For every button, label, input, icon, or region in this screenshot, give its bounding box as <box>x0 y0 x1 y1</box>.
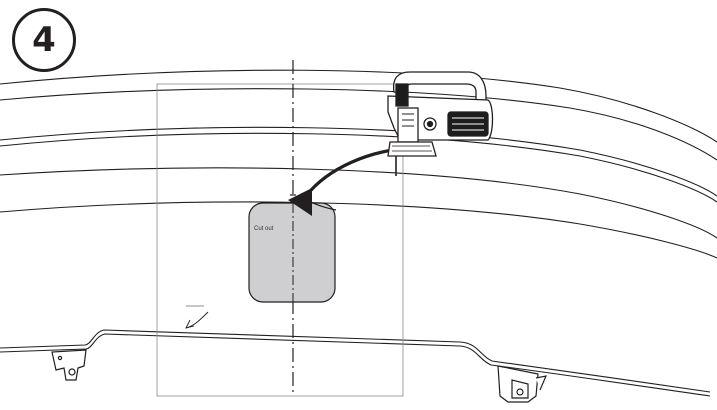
cutout-shape <box>248 202 336 303</box>
cutout-label: Cut out <box>254 226 274 232</box>
bumper-line-2 <box>0 88 717 161</box>
jigsaw-front-guard <box>397 107 419 143</box>
reference-marker <box>185 305 209 329</box>
jigsaw-icon <box>387 71 494 176</box>
bumper-contours <box>0 69 717 259</box>
bumper-lower-edge <box>0 329 711 397</box>
jigsaw-shoe <box>387 141 437 157</box>
bumper-line-6 <box>0 201 717 259</box>
template-outline <box>156 83 404 397</box>
step-number: 4 <box>32 20 56 60</box>
cutout-area: Cut out <box>248 202 336 303</box>
mounting-clip-right <box>497 365 548 403</box>
step-badge: 4 <box>12 8 76 72</box>
bumper-line-5 <box>0 167 717 239</box>
bumper-line-4 <box>0 132 717 203</box>
mounting-clip-left <box>51 349 87 381</box>
